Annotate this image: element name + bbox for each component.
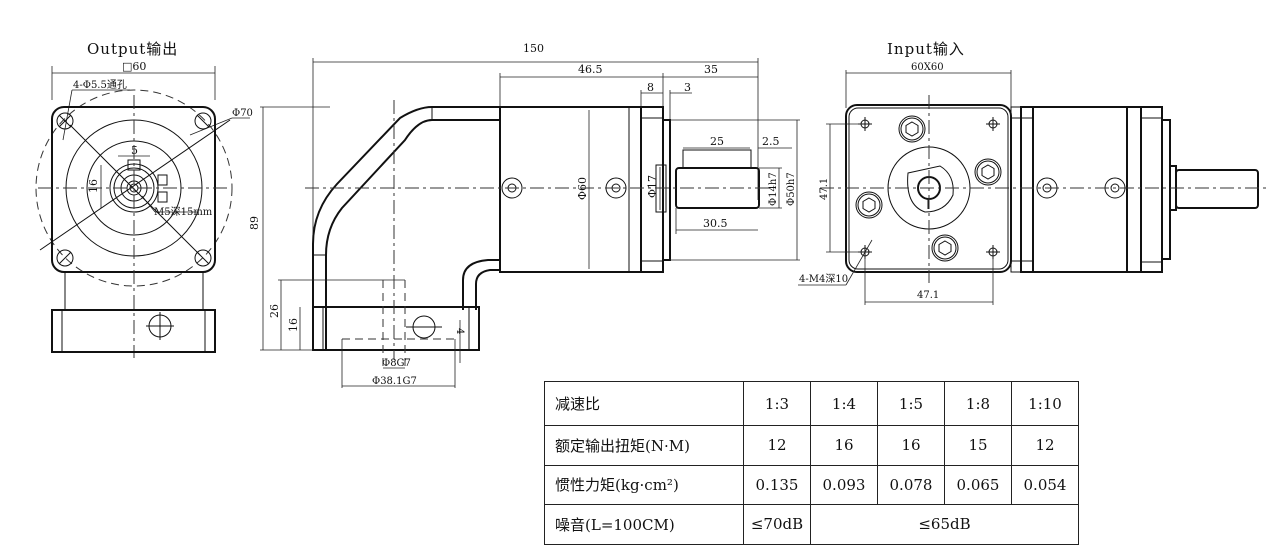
table-cell: 0.135 [743,464,811,505]
table-cell: 16 [877,425,945,466]
input-gear-ring [1126,106,1142,273]
table-cell: 0.054 [1011,464,1079,505]
table-cell: 15 [944,425,1012,466]
key [682,149,752,169]
tapped-holes-label: 4-M4深10 [799,273,848,285]
table-cell: 1:4 [810,381,878,426]
bracket-outer [312,106,500,350]
table-row-torque: 额定输出扭矩(N·M) 12 16 16 15 12 [544,425,1079,466]
leader-line [189,117,233,136]
hole-spacing-v-label: 47.1 [819,178,830,200]
output-base [51,309,216,353]
flange-size-label: 60X60 [911,62,944,73]
row-label: 额定输出扭矩(N·M) [544,425,744,466]
mount-hole-bl [56,249,74,267]
table-cell: 1:5 [877,381,945,426]
socket-screw [898,115,926,143]
input-pilot-label: Φ38.1G7 [372,376,417,387]
overall-height-label: 89 [248,216,261,230]
coupling-hub [907,165,954,213]
table-cell: 1:3 [743,381,811,426]
bracket-heel [462,259,500,310]
table-cell: ≤70dB [743,504,811,545]
adapter-plate [1020,106,1034,273]
shaft-step-label: 30.5 [703,217,728,230]
side-base [312,306,480,351]
adapter-plate [1010,106,1022,273]
table-row-inertia: 惯性力矩(kg·cm²) 0.135 0.093 0.078 0.065 0.0… [544,464,1079,505]
key-tab [157,191,168,203]
table-cell: 0.093 [810,464,878,505]
bracket-inner [325,119,500,350]
key-tab [157,174,168,186]
mount-holes-label: 4-Φ5.5通孔 [73,79,127,91]
leader-line [62,89,73,141]
tap-hole-label: M5深15mm [154,206,213,218]
shaft-diameter-label: Φ14h7 [768,172,779,206]
socket-screw [931,234,959,262]
hole-offset-label: 4 [454,328,465,334]
body-length-label: 46.5 [578,63,603,76]
base-step-label: 16 [287,318,300,332]
input-view-title: Input输入 [887,40,965,58]
key-offset-label: 2.5 [762,135,780,148]
output-view: Output输出 □60 4-Φ5.5通孔 Φ70 5 16 M5深15 [35,40,253,358]
base-height-label: 26 [268,304,281,318]
pilot-diameter-label: Φ50h7 [786,172,797,206]
key-height-label: 16 [87,179,100,193]
diagonal-line [39,119,231,251]
row-label: 噪音(L=100CM) [544,504,744,545]
diagonal-line [69,124,201,256]
row-label: 惯性力矩(kg·cm²) [544,464,744,505]
socket-screw [974,158,1002,186]
table-cell: 0.065 [944,464,1012,505]
table-cell-merged: ≤65dB [810,504,1079,545]
hole-spacing-h-label: 47.1 [917,290,939,301]
input-shaft [1175,169,1259,209]
flange-thickness-label: 8 [647,81,654,94]
table-cell: 12 [1011,425,1079,466]
bracket-heel-inner [475,269,500,310]
spigot-length-label: 3 [684,81,691,94]
leader-line [845,239,873,286]
spigot-diameter-label: Φ17 [646,175,659,198]
table-cell: 16 [810,425,878,466]
tapped-hole [986,117,1000,131]
spec-table: 减速比 1:3 1:4 1:5 1:8 1:10 额定输出扭矩(N·M) 12 … [544,381,1079,545]
output-view-title: Output输出 [87,40,178,58]
pilot [662,119,671,261]
pcd-label: Φ70 [232,108,253,119]
table-row-noise: 噪音(L=100CM) ≤70dB ≤65dB [544,504,1079,545]
mount-hole-tr [194,112,212,130]
table-row-ratio: 减速比 1:3 1:4 1:5 1:8 1:10 [544,381,1079,426]
flange-width-label: □60 [122,60,146,73]
overall-length-label: 150 [523,42,544,55]
table-cell: 0.078 [877,464,945,505]
side-view: 150 46.5 35 8 3 89 26 [248,42,800,388]
input-flange-side [1140,106,1163,273]
pcd-circle [35,89,233,287]
row-label: 减速比 [544,381,744,426]
input-pilot-side [1161,119,1171,260]
input-view: Input输入 60X60 47.1 47.1 4-M4深10 [798,40,1268,305]
table-cell: 1:8 [944,381,1012,426]
shaft-length-label: 35 [704,63,718,76]
mount-hole-tl [56,112,74,130]
key-length-label: 25 [710,135,724,148]
socket-screw [855,191,883,219]
table-cell: 12 [743,425,811,466]
table-cell: 1:10 [1011,381,1079,426]
input-bore-label: Φ8G7 [382,358,411,369]
